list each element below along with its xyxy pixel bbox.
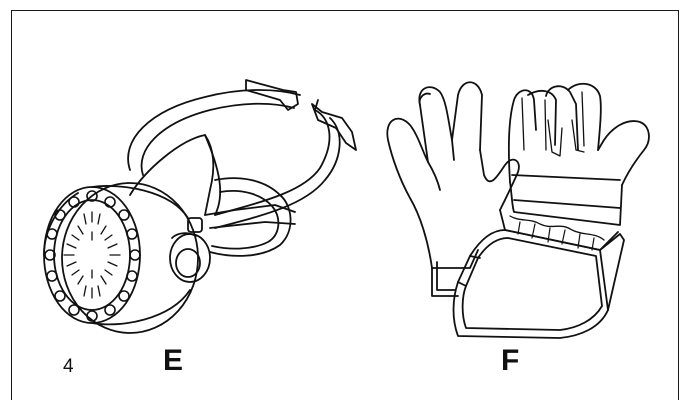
figure-label-e: E [163,344,184,377]
respirator-mask-icon [43,79,357,334]
figure-label-f: F [501,344,520,377]
work-gloves-icon [386,81,650,339]
page-number: 4 [63,356,74,377]
page-frame [11,10,679,400]
